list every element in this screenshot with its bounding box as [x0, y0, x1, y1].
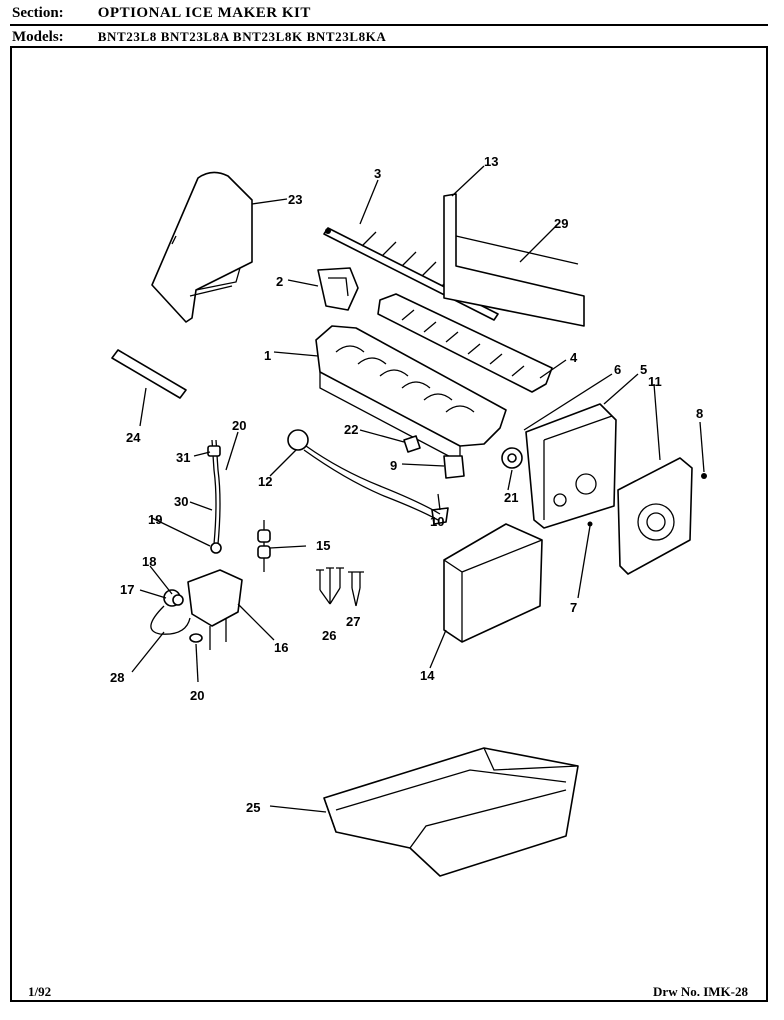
callout-17: 17	[120, 582, 134, 597]
callout-18: 18	[142, 554, 156, 569]
callout-8: 8	[696, 406, 703, 421]
callout-13: 13	[484, 154, 498, 169]
part-cover	[443, 523, 543, 643]
callout-28: 28	[110, 670, 124, 685]
callout-2: 2	[276, 274, 283, 289]
callout-9: 9	[390, 458, 397, 473]
part-wire	[150, 605, 203, 643]
callout-12: 12	[258, 474, 272, 489]
callout-1: 1	[264, 348, 271, 363]
diagram-frame	[10, 46, 768, 1002]
models-list: BNT23L8 BNT23L8A BNT23L8K BNT23L8KA	[97, 29, 387, 44]
callout-23: 23	[288, 192, 302, 207]
callout-25: 25	[246, 800, 260, 815]
leader-lines	[131, 165, 705, 813]
part-control-housing	[525, 403, 617, 529]
callout-20-bottom: 20	[190, 688, 204, 703]
callout-7: 7	[570, 600, 577, 615]
callout-4: 4	[570, 350, 578, 365]
part-water-valve	[163, 569, 243, 650]
header-rule	[10, 24, 768, 26]
section-title: OPTIONAL ICE MAKER KIT	[97, 5, 311, 21]
callout-16: 16	[274, 640, 288, 655]
part-water-tube	[207, 439, 222, 554]
callout-10: 10	[430, 514, 444, 529]
callout-27: 27	[346, 614, 360, 629]
callout-26: 26	[322, 628, 336, 643]
part-small-clips	[403, 435, 465, 525]
part-shutoff-arm	[443, 193, 585, 327]
drawing-date: 1/92	[28, 984, 52, 999]
callout-5: 5	[640, 362, 647, 377]
callout-15: 15	[316, 538, 330, 553]
section-line: Section: OPTIONAL ICE MAKER KIT	[12, 4, 311, 22]
callout-21: 21	[504, 490, 518, 505]
models-label: Models:	[12, 29, 64, 45]
part-fitting	[257, 520, 271, 572]
callout-20-top: 20	[232, 418, 246, 433]
callout-24: 24	[126, 430, 141, 445]
part-ice-bin	[323, 747, 579, 877]
part-bracket	[317, 267, 359, 311]
part-mounting-plate	[617, 457, 693, 575]
callout-11: 11	[648, 374, 662, 389]
callout-19: 19	[148, 512, 162, 527]
callout-14: 14	[420, 668, 435, 683]
callout-30: 30	[174, 494, 188, 509]
part-motor-gear	[501, 447, 523, 469]
callout-3: 3	[374, 166, 381, 181]
callout-29: 29	[554, 216, 568, 231]
part-fill-cup-cover	[151, 171, 253, 323]
part-screws	[587, 473, 707, 527]
part-harness	[287, 429, 441, 521]
part-screw-set	[316, 567, 364, 590]
part-heater	[111, 349, 187, 399]
drawing-number: Drw No. IMK-28	[653, 984, 748, 999]
callout-labels: 1 2 3 4 5 6 7 8 9 10 11 12 13 14 15 16 1…	[110, 154, 703, 815]
models-line: Models: BNT23L8 BNT23L8A BNT23L8K BNT23L…	[12, 28, 386, 46]
callout-31: 31	[176, 450, 190, 465]
callout-6: 6	[614, 362, 621, 377]
part-stripper	[377, 293, 553, 393]
part-mold	[315, 325, 507, 464]
callout-22: 22	[344, 422, 358, 437]
section-label: Section:	[12, 5, 64, 21]
